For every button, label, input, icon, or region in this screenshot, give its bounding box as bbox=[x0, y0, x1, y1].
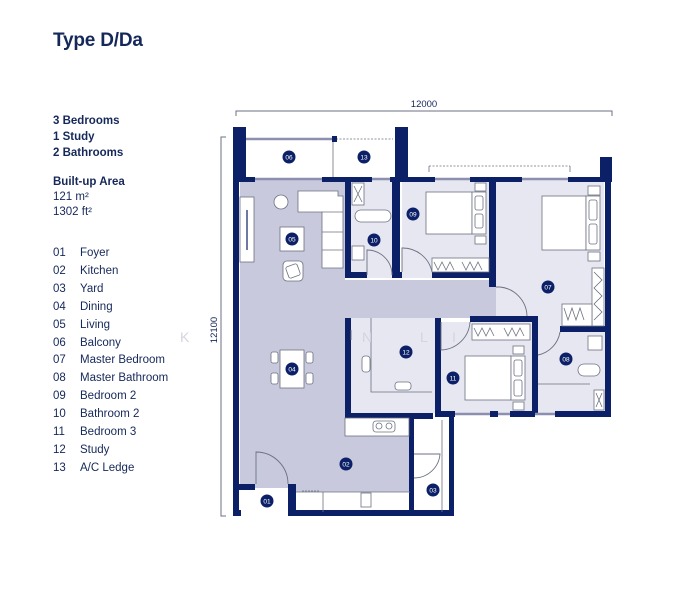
svg-text:N: N bbox=[362, 329, 372, 345]
legend-item: 13 A/C Ledge bbox=[53, 460, 168, 478]
dimension-height bbox=[220, 136, 226, 517]
study-count: 1 Study bbox=[53, 131, 95, 143]
room-marker-03: 03 bbox=[426, 483, 440, 497]
legend-label: Bathroom 2 bbox=[80, 408, 140, 421]
svg-text:12: 12 bbox=[402, 349, 410, 356]
svg-text:02: 02 bbox=[342, 461, 350, 468]
room-marker-10: 10 bbox=[367, 233, 381, 247]
legend-item: 12 Study bbox=[53, 442, 168, 460]
legend-number: 13 bbox=[53, 461, 66, 474]
svg-text:08: 08 bbox=[562, 356, 570, 363]
legend-label: Yard bbox=[80, 282, 104, 295]
dimension-width bbox=[235, 110, 613, 116]
window-rails bbox=[336, 138, 570, 167]
legend-label: Foyer bbox=[80, 247, 110, 259]
legend-number: 02 bbox=[53, 264, 66, 277]
room-marker-02: 02 bbox=[339, 457, 353, 471]
legend-number: 03 bbox=[53, 282, 66, 295]
legend-number: 04 bbox=[53, 300, 66, 313]
svg-text:10: 10 bbox=[370, 237, 378, 244]
room-marker-01: 01 bbox=[260, 494, 274, 508]
room-markers: 01 02 03 04 05 06 07 08 09 10 11 12 13 bbox=[260, 150, 573, 508]
svg-text:I: I bbox=[452, 329, 456, 345]
legend-item: 09 Bedroom 2 bbox=[53, 388, 168, 406]
svg-text:07: 07 bbox=[544, 284, 552, 291]
legend-number: 07 bbox=[53, 354, 66, 367]
legend-number: 05 bbox=[53, 318, 66, 331]
legend-label: Balcony bbox=[80, 336, 121, 349]
legend-item: 07 Master Bedroom bbox=[53, 352, 168, 370]
room-marker-13: 13 bbox=[357, 150, 371, 164]
legend-item: 03 Yard bbox=[53, 281, 168, 299]
legend-label: Study bbox=[80, 443, 110, 456]
legend-number: 09 bbox=[53, 390, 66, 403]
legend-label: Bedroom 3 bbox=[80, 426, 137, 439]
svg-text:04: 04 bbox=[288, 366, 296, 373]
walls bbox=[233, 127, 612, 516]
room-marker-04: 04 bbox=[285, 362, 299, 376]
svg-text:03: 03 bbox=[429, 487, 437, 494]
legend-label: Kitchen bbox=[80, 264, 119, 277]
room-marker-07: 07 bbox=[541, 280, 555, 294]
svg-text:K: K bbox=[180, 329, 190, 345]
doors bbox=[255, 247, 561, 485]
ac-ledge-post bbox=[332, 136, 337, 142]
svg-text:09: 09 bbox=[409, 211, 417, 218]
room-marker-12: 12 bbox=[399, 345, 413, 359]
svg-text:L: L bbox=[420, 329, 428, 345]
legend-item: 04 Dining bbox=[53, 299, 168, 317]
legend-number: 10 bbox=[53, 408, 66, 421]
legend-number: 12 bbox=[53, 443, 66, 456]
legend-item: 10 Bathroom 2 bbox=[53, 406, 168, 424]
room-legend: 01 Foyer 02 Kitchen 03 Yard 04 Dining 05 Livi… bbox=[53, 245, 168, 478]
svg-text:06: 06 bbox=[285, 154, 293, 161]
svg-text:11: 11 bbox=[450, 375, 457, 382]
watermark: K N L I bbox=[180, 329, 456, 345]
legend-label: A/C Ledge bbox=[80, 461, 135, 474]
room-marker-11: 11 bbox=[446, 371, 460, 385]
legend-label: Living bbox=[80, 318, 111, 331]
legend-label: Master Bathroom bbox=[80, 372, 169, 385]
area-metric: 121 m² bbox=[53, 191, 89, 203]
page-title: Type D/Da bbox=[53, 30, 143, 51]
legend-item: 05 Living bbox=[53, 317, 168, 335]
bathroom-count: 2 Bathrooms bbox=[53, 147, 124, 159]
area-imperial: 1302 ft² bbox=[53, 206, 92, 218]
legend-number: 06 bbox=[53, 336, 66, 349]
legend-item: 08 Master Bathroom bbox=[53, 370, 168, 388]
legend-label: Master Bedroom bbox=[80, 354, 166, 367]
furniture bbox=[239, 182, 605, 512]
room-marker-08: 08 bbox=[559, 352, 573, 366]
legend-label: Bedroom 2 bbox=[80, 390, 137, 403]
area-heading: Built-up Area bbox=[53, 176, 125, 188]
legend-number: 11 bbox=[53, 426, 65, 439]
room-marker-09: 09 bbox=[406, 207, 420, 221]
legend-item: 06 Balcony bbox=[53, 335, 168, 353]
svg-text:13: 13 bbox=[360, 154, 368, 161]
room-marker-05: 05 bbox=[285, 232, 299, 246]
legend-number: 08 bbox=[53, 372, 66, 385]
dimension-width-label: 12000 bbox=[411, 99, 437, 110]
unit-summary: 3 Bedrooms 1 Study 2 Bathrooms bbox=[53, 113, 123, 161]
legend-label: Dining bbox=[80, 300, 113, 313]
legend-item: 11 Bedroom 3 bbox=[53, 424, 168, 442]
bedroom-count: 3 Bedrooms bbox=[53, 115, 120, 127]
svg-text:05: 05 bbox=[288, 236, 296, 243]
built-up-area: Built-up Area 121 m² 1302 ft² bbox=[53, 175, 125, 220]
room-marker-06: 06 bbox=[282, 150, 296, 164]
svg-text:01: 01 bbox=[263, 498, 271, 505]
legend-item: 01 Foyer bbox=[53, 245, 168, 263]
dimension-height-label: 12100 bbox=[209, 317, 220, 343]
windows bbox=[246, 137, 568, 416]
legend-number: 01 bbox=[53, 247, 66, 259]
legend-item: 02 Kitchen bbox=[53, 263, 168, 281]
